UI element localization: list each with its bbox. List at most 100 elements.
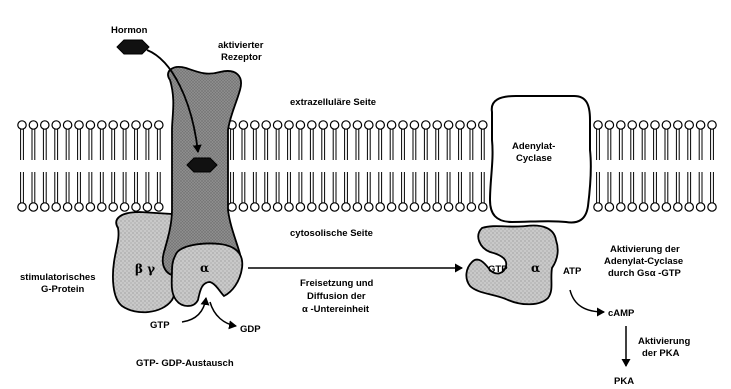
lipid-head-inner: [479, 203, 487, 211]
lipid-head-inner: [353, 203, 361, 211]
lipid-head-inner: [109, 203, 117, 211]
lipid-head-outer: [109, 121, 117, 129]
lipid-head-inner: [651, 203, 659, 211]
lipid-head-outer: [696, 121, 704, 129]
lipid-head-inner: [228, 203, 236, 211]
lipid-head-inner: [422, 203, 430, 211]
lipid-head-outer: [456, 121, 464, 129]
lipid-head-inner: [433, 203, 441, 211]
lipid-head-inner: [342, 203, 350, 211]
lipid-head-outer: [18, 121, 26, 129]
lipid-head-outer: [41, 121, 49, 129]
lipid-head-outer: [29, 121, 37, 129]
lipid-head-outer: [132, 121, 140, 129]
lipid-head-outer: [617, 121, 625, 129]
gdp-release-arrow: [210, 302, 236, 326]
lipid-head-outer: [98, 121, 106, 129]
exchange-label: GTP- GDP-Austausch: [136, 358, 234, 369]
receptor-label-line1: aktivierter: [218, 40, 264, 51]
lipid-head-inner: [639, 203, 647, 211]
lipid-head-inner: [239, 203, 247, 211]
receptor-label-line2: Rezeptor: [221, 52, 262, 63]
lipid-head-outer: [120, 121, 128, 129]
lipid-head-inner: [594, 203, 602, 211]
lipid-head-outer: [376, 121, 384, 129]
ac-activation-label-line3: durch Gsα -GTP: [608, 268, 682, 279]
lipid-head-outer: [143, 121, 151, 129]
lipid-head-inner: [617, 203, 625, 211]
beta-gamma-label: β γ: [135, 262, 155, 276]
lipid-head-inner: [365, 203, 373, 211]
lipid-head-outer: [273, 121, 281, 129]
lipid-head-inner: [444, 203, 452, 211]
lipid-head-outer: [285, 121, 293, 129]
lipid-head-inner: [41, 203, 49, 211]
lipid-head-outer: [685, 121, 693, 129]
lipid-head-inner: [285, 203, 293, 211]
pka-activation-label-line2: der PKA: [642, 348, 680, 359]
atp-to-camp-arrow: [570, 290, 604, 312]
lipid-head-outer: [365, 121, 373, 129]
release-label-line3: α -Untereinheit: [302, 304, 370, 315]
lipid-head-outer: [628, 121, 636, 129]
release-label-line1: Freisetzung und: [300, 278, 374, 289]
lipid-head-inner: [330, 203, 338, 211]
lipid-head-inner: [251, 203, 259, 211]
lipid-head-outer: [52, 121, 60, 129]
adenylyl-cyclase-label-line2: Cyclase: [516, 153, 552, 164]
lipid-head-outer: [444, 121, 452, 129]
lipid-head-inner: [273, 203, 281, 211]
lipid-head-inner: [86, 203, 94, 211]
lipid-head-inner: [387, 203, 395, 211]
camp-label: cAMP: [608, 308, 635, 319]
lipid-head-outer: [262, 121, 270, 129]
lipid-head-inner: [155, 203, 163, 211]
lipid-head-inner: [696, 203, 704, 211]
lipid-head-outer: [155, 121, 163, 129]
lipid-head-inner: [98, 203, 106, 211]
lipid-head-inner: [75, 203, 83, 211]
lipid-head-outer: [353, 121, 361, 129]
lipid-head-inner: [605, 203, 613, 211]
lipid-head-inner: [685, 203, 693, 211]
lipid-head-outer: [387, 121, 395, 129]
hormone-label: Hormon: [111, 25, 148, 36]
lipid-head-outer: [410, 121, 418, 129]
lipid-head-outer: [605, 121, 613, 129]
lipid-head-outer: [239, 121, 247, 129]
g-protein-alpha-subunit-right: [466, 226, 557, 305]
lipid-head-inner: [120, 203, 128, 211]
lipid-head-outer: [662, 121, 670, 129]
lipid-head-outer: [319, 121, 327, 129]
lipid-head-inner: [708, 203, 716, 211]
lipid-head-outer: [594, 121, 602, 129]
lipid-head-outer: [674, 121, 682, 129]
lipid-head-inner: [628, 203, 636, 211]
cell-membrane: [18, 121, 716, 211]
lipid-head-outer: [251, 121, 259, 129]
hormone-molecule: [117, 40, 149, 54]
extracellular-label: extrazelluläre Seite: [290, 97, 376, 108]
lipid-head-inner: [296, 203, 304, 211]
lipid-head-outer: [467, 121, 475, 129]
adenylyl-cyclase-label-line1: Adenylat-: [512, 141, 555, 152]
lipid-head-outer: [63, 121, 71, 129]
lipid-head-inner: [319, 203, 327, 211]
lipid-head-inner: [52, 203, 60, 211]
lipid-head-outer: [639, 121, 647, 129]
lipid-head-outer: [330, 121, 338, 129]
gtp-label-right: GTP: [488, 264, 508, 275]
lipid-head-inner: [456, 203, 464, 211]
pka-label: PKA: [614, 376, 634, 387]
lipid-head-outer: [296, 121, 304, 129]
lipid-head-inner: [399, 203, 407, 211]
atp-label: ATP: [563, 266, 582, 277]
cytosolic-label: cytosolische Seite: [290, 228, 373, 239]
lipid-head-inner: [467, 203, 475, 211]
lipid-head-inner: [376, 203, 384, 211]
lipid-head-inner: [674, 203, 682, 211]
lipid-head-outer: [708, 121, 716, 129]
lipid-head-outer: [75, 121, 83, 129]
lipid-head-inner: [63, 203, 71, 211]
